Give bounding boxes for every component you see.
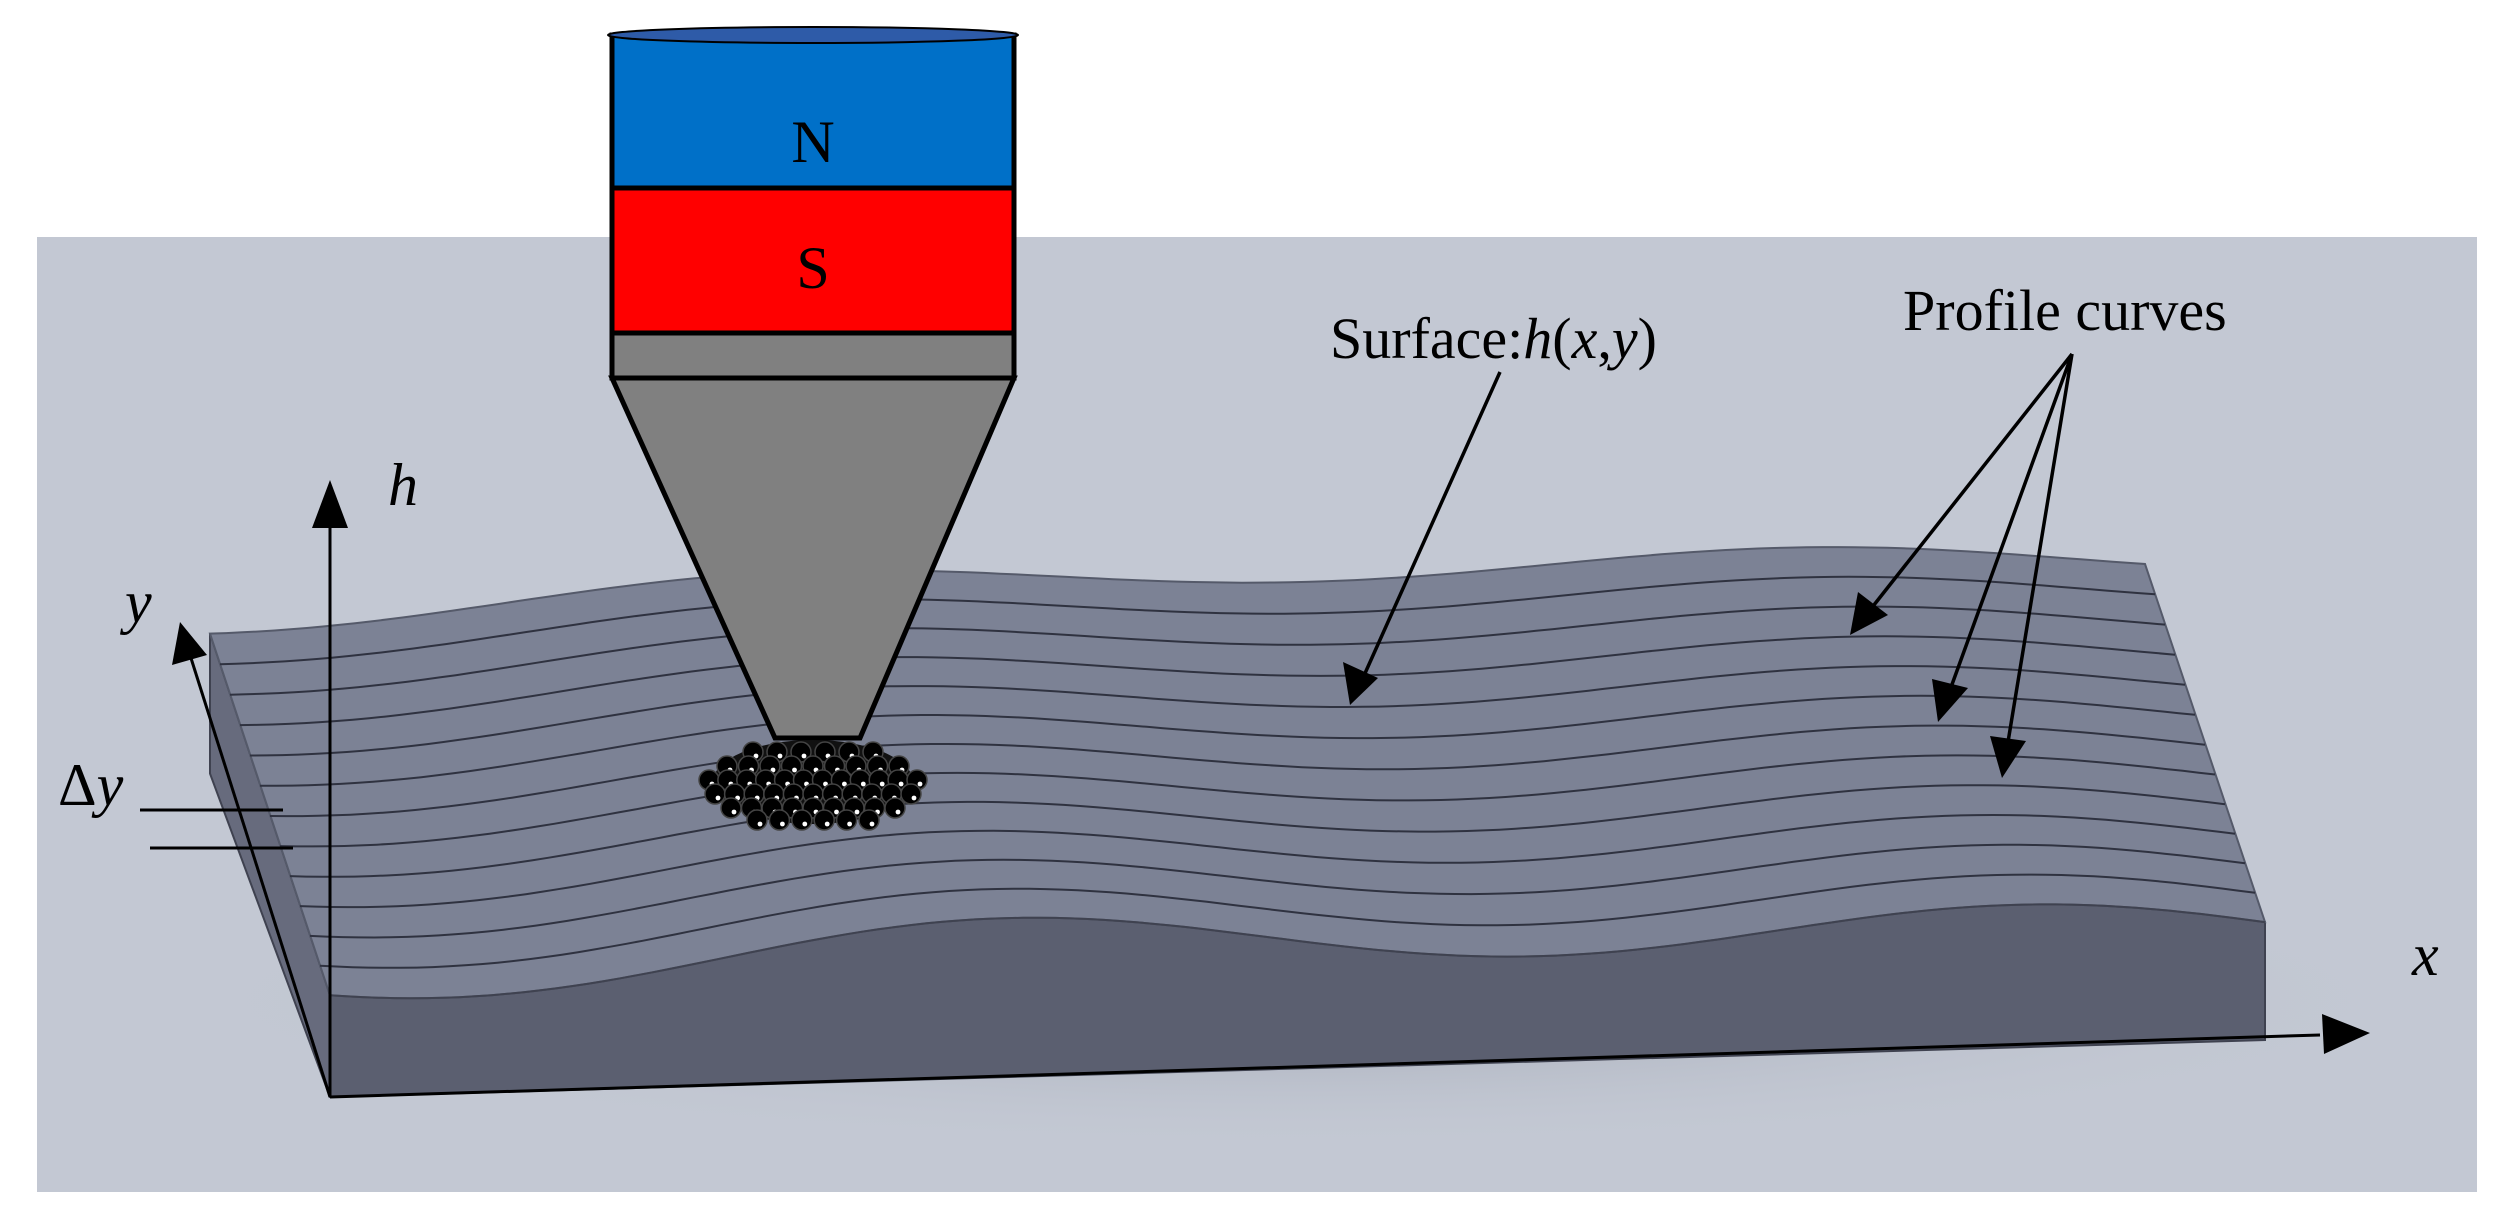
particle-highlight: [854, 809, 860, 815]
profile-curve: [260, 694, 2196, 787]
north-pole-label: N: [791, 109, 834, 175]
abrasive-particle: [900, 783, 922, 805]
particle-highlight: [869, 821, 875, 827]
profile-curve: [299, 813, 2236, 909]
particle-highlight: [842, 781, 847, 787]
surface-front-edge: [329, 903, 2266, 1000]
magnet-top-cap: [607, 26, 1019, 44]
particle-highlight: [895, 809, 901, 815]
abrasive-particle: [813, 809, 835, 831]
particle-highlight: [715, 795, 721, 801]
particle-highlight: [777, 753, 783, 759]
x-axis-label: x: [2411, 922, 2439, 988]
profile-pointer-arrowhead-2: [1932, 679, 1968, 722]
profile-curve: [279, 754, 2216, 848]
tip-base-band: [609, 330, 1017, 381]
particle-highlight: [802, 821, 808, 827]
profile-pointer-arrow-1: [1868, 352, 2074, 612]
profile-curve: [219, 575, 2156, 666]
particle-highlight: [780, 821, 785, 827]
y-axis-arrowhead: [172, 622, 207, 665]
abrasive-particle: [720, 797, 742, 819]
particle-highlight: [801, 753, 807, 759]
profile-curves-group: [219, 575, 2256, 969]
h-axis-arrowhead: [312, 480, 348, 528]
pointer-arrows: [1343, 352, 2074, 778]
particle-highlight: [847, 821, 852, 827]
particle-highlight: [753, 753, 759, 759]
profile-curves-label: Profile curves: [1903, 278, 2227, 343]
abrasive-particle: [768, 809, 791, 831]
surface-pointer-arrow: [1360, 371, 1502, 681]
surface-label: Surface:h(x,y): [1330, 306, 1657, 371]
abrasive-particle: [835, 809, 858, 831]
particle-highlight: [879, 781, 885, 787]
particle-highlight: [860, 781, 866, 787]
surface-block: [208, 546, 2267, 1099]
abrasive-particle: [884, 797, 906, 819]
x-axis: [329, 1033, 2321, 1099]
profile-pointer-arrowhead-1: [1850, 592, 1888, 635]
profile-curve: [269, 724, 2206, 818]
abrasive-particle-cluster: [698, 740, 928, 831]
abrasive-particle: [791, 809, 813, 831]
x-axis-arrowhead: [2322, 1014, 2370, 1054]
profile-curve: [249, 665, 2186, 757]
particle-highlight: [824, 821, 830, 827]
south-pole: [609, 185, 1017, 336]
delta-y-label: Δy: [58, 752, 124, 818]
profile-curve: [319, 873, 2256, 969]
abrasive-particle: [746, 809, 768, 831]
profile-pointer-arrow-2: [1948, 353, 2074, 691]
h-axis-label: h: [388, 452, 418, 518]
particle-highlight: [757, 821, 763, 827]
profile-pointer-arrow-3: [2006, 353, 2074, 743]
south-pole-label: S: [796, 235, 829, 301]
profile-curve: [229, 605, 2166, 696]
axes: [140, 480, 2370, 1099]
particle-highlight: [917, 781, 923, 787]
profile-pointer-arrowhead-3: [1990, 736, 2026, 778]
abrasive-particle: [858, 809, 880, 831]
surface-pointer-arrowhead: [1343, 662, 1378, 705]
abrasive-particle: [704, 783, 726, 805]
profile-curve: [309, 843, 2246, 939]
y-axis: [188, 654, 332, 1098]
particle-highlight: [731, 809, 737, 815]
north-pole: [609, 32, 1017, 191]
y-axis-label: y: [119, 569, 152, 635]
profile-curve: [289, 784, 2226, 878]
magnet-tool: [607, 26, 1019, 741]
particle-highlight: [911, 795, 917, 801]
particle-highlight: [834, 809, 839, 815]
profile-curve: [239, 635, 2176, 727]
particle-highlight: [898, 781, 904, 787]
particle-highlight: [792, 767, 797, 773]
